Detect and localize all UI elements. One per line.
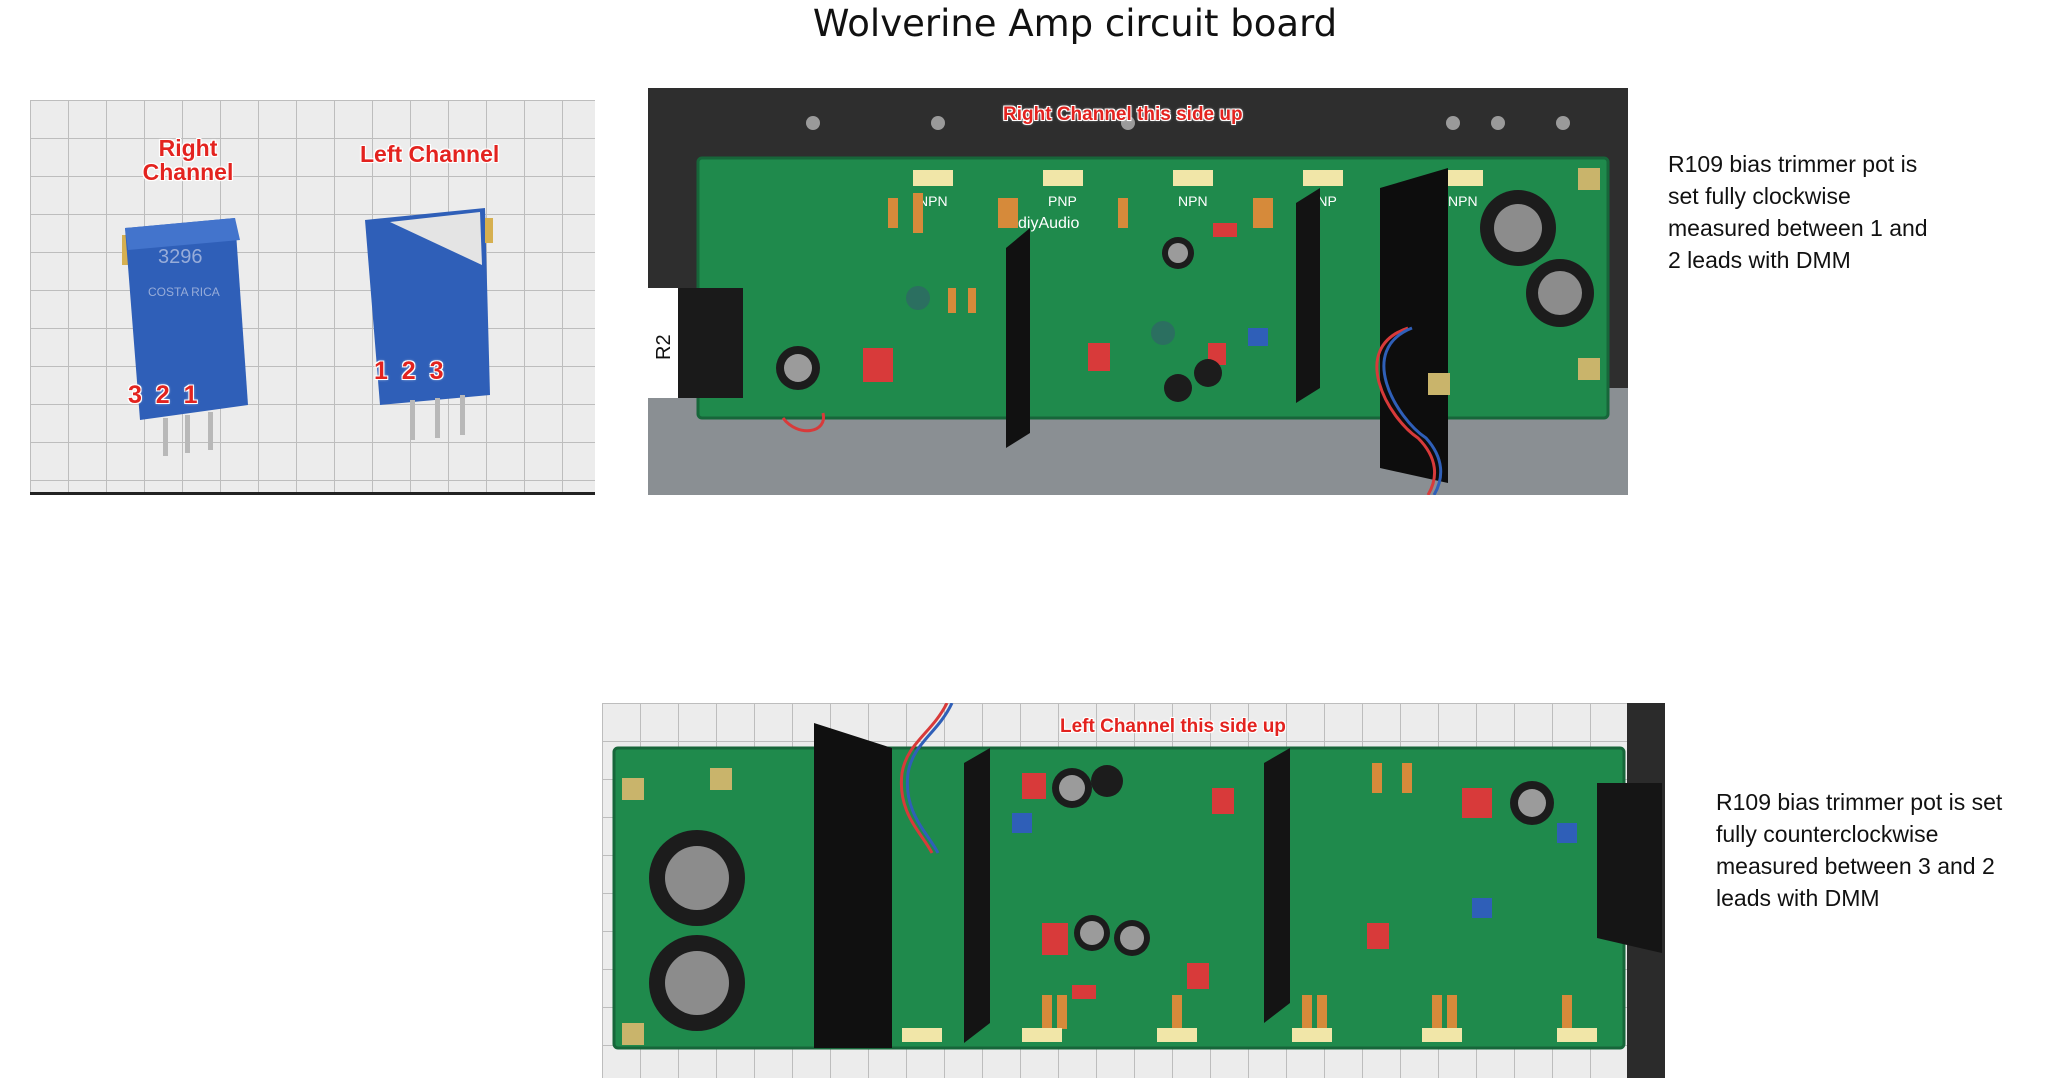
- silk-npn-3: NPN: [1448, 193, 1478, 209]
- left-board-note: R109 bias trimmer pot is set fully count…: [1716, 789, 2003, 911]
- right-board-orientation-label: Right Channel this side up: [1003, 104, 1243, 125]
- silk-npn-1: NPN: [918, 193, 948, 209]
- right-channel-label: Right Channel: [142, 135, 234, 186]
- left-channel-label: Left Channel: [360, 141, 500, 167]
- trimmer-pot-photo: 3296 COSTA RICA Right Channel Left Chann…: [30, 100, 595, 495]
- silk-brand: diyAudio: [1018, 215, 1079, 232]
- right-channel-pot: 3296 COSTA RICA: [122, 218, 248, 456]
- pot-marking-2: COSTA RICA: [148, 285, 220, 299]
- pot-marking-1: 3296: [158, 246, 203, 268]
- silk-pnp-1: PNP: [1048, 193, 1077, 209]
- right-pot-pin-numbers: 3 2 1: [128, 381, 198, 409]
- right-board-art: NPN PNP NPN PNP NPN diyAudio: [648, 88, 1628, 495]
- page-title: Wolverine Amp circuit board: [812, 2, 1338, 45]
- resistor-tag: R2: [653, 334, 675, 360]
- right-board-note: R109 bias trimmer pot is set fully clock…: [1668, 151, 1928, 273]
- left-pot-pin-numbers: 1 2 3: [374, 357, 444, 385]
- silk-npn-2: NPN: [1178, 193, 1208, 209]
- left-channel-board-photo: Left Channel this side up: [602, 703, 1665, 1078]
- right-channel-board-photo: NPN PNP NPN PNP NPN diyAudio: [648, 88, 1628, 495]
- trimmer-pot-photo-art: 3296 COSTA RICA: [30, 100, 595, 495]
- left-board-orientation-label: Left Channel this side up: [1060, 716, 1286, 737]
- left-channel-pot: [365, 208, 493, 440]
- left-board-art: [602, 703, 1665, 1078]
